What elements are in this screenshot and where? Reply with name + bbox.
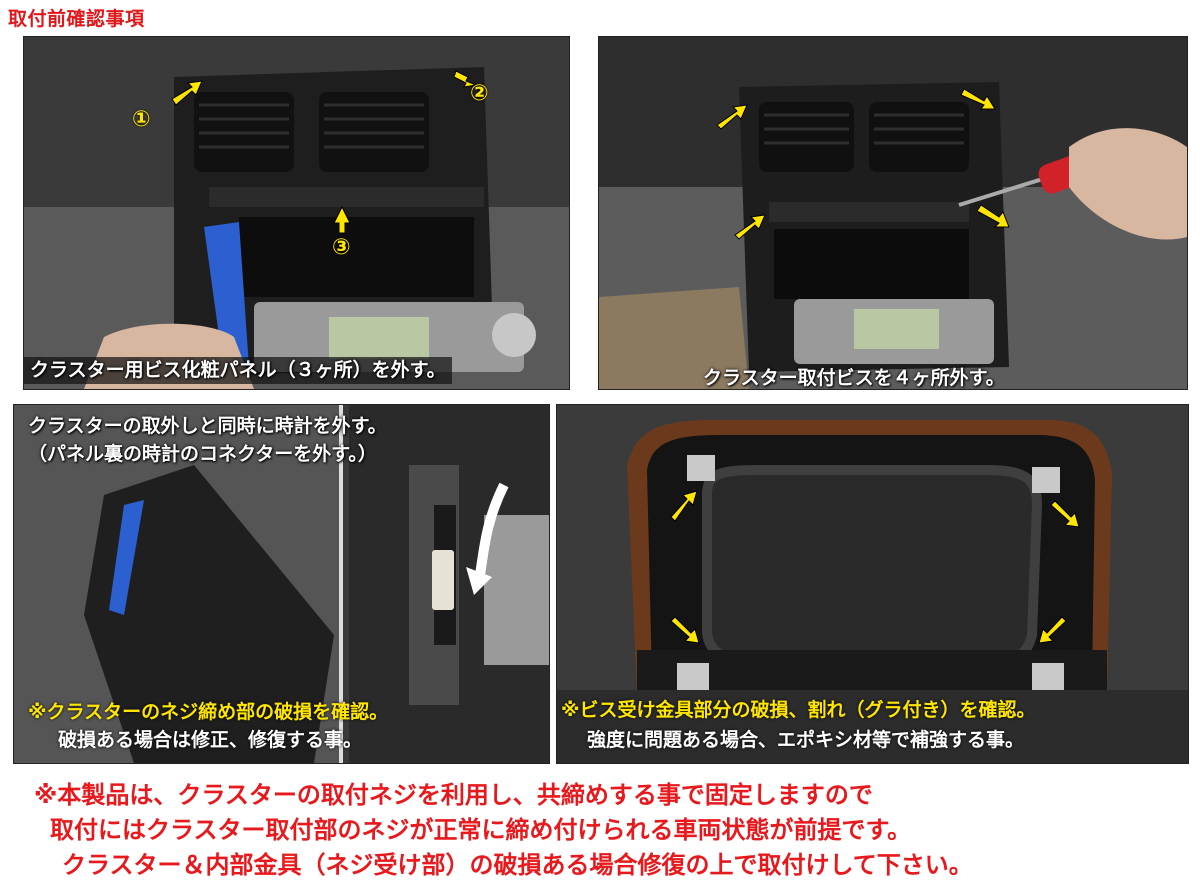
marker-3: ③: [332, 235, 351, 260]
arrow-icon: [716, 88, 1010, 240]
arrow-icon: [171, 70, 478, 234]
photo-dashboard-screwdriver-image: [599, 37, 1187, 389]
photo-clock-connector: クラスターの取外しと同時に時計を外す。 （パネル裏の時計のコネクターを外す。） …: [13, 404, 550, 764]
photo-bottom-text-line-2: 破損ある場合は修正、修復する事。: [58, 729, 363, 751]
photo-caption: クラスター用ビス化粧パネル（３ヶ所）を外す。: [24, 357, 452, 384]
notice-line-1: ※本製品は、クラスターの取付ネジを利用し、共締めする事で固定しますので: [34, 781, 873, 809]
photo-cluster-opening-image: [557, 405, 1188, 763]
important-notice: ※本製品は、クラスターの取付ネジを利用し、共締めする事で固定しますので 取付には…: [34, 778, 973, 883]
photo-cluster-clock-image: [14, 405, 549, 763]
marker-2: ②: [470, 81, 489, 106]
arrow-icon: [670, 490, 1080, 644]
page-heading: 取付前確認事項: [8, 8, 145, 30]
photo-bracket-check: ※ビス受け金具部分の破損、割れ（グラ付き）を確認。 強度に問題ある場合、エポキシ…: [556, 404, 1189, 764]
photo-dashboard-vents-image: [24, 37, 569, 389]
photo-bottom-text-line-1: ※ビス受け金具部分の破損、割れ（グラ付き）を確認。: [561, 699, 1036, 721]
photo-caption: クラスター取付ビスを４ヶ所外す。: [703, 367, 1005, 389]
notice-line-2: 取付にはクラスター取付部のネジが正常に締め付けられる車両状態が前提です。: [50, 816, 912, 844]
notice-line-3: クラスター＆内部金具（ネジ受け部）の破損ある場合修復の上で取付けして下さい。: [62, 851, 973, 879]
photo-bottom-text-line-1: ※クラスターのネジ締め部の破損を確認。: [28, 701, 389, 723]
photo-cluster-screws: クラスター取付ビスを４ヶ所外す。: [598, 36, 1188, 390]
photo-top-text-line-1: クラスターの取外しと同時に時計を外す。: [28, 415, 387, 437]
marker-1: ①: [132, 107, 151, 132]
photo-bottom-text-line-2: 強度に問題ある場合、エポキシ材等で補強する事。: [587, 729, 1025, 751]
photo-panel-removal: ① ② ③ クラスター用ビス化粧パネル（３ヶ所）を外す。: [23, 36, 570, 390]
photo-top-text-line-2: （パネル裏の時計のコネクターを外す。）: [28, 443, 377, 465]
